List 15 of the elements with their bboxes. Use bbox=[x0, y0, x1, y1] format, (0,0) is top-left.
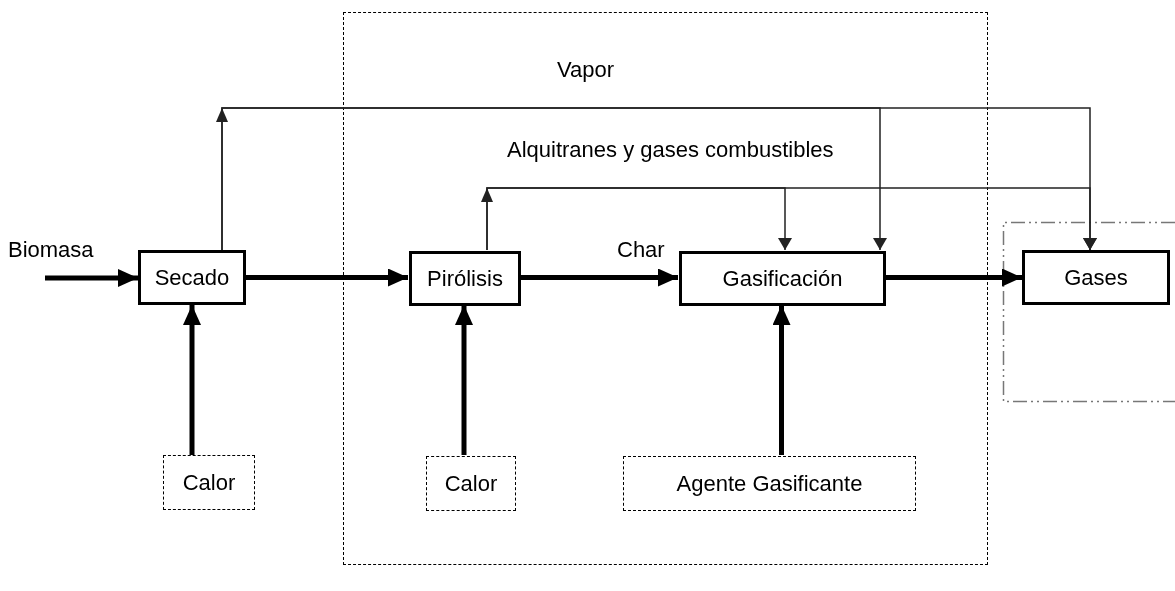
process-box bbox=[1022, 250, 1170, 305]
process-box bbox=[409, 251, 521, 306]
node-label: Agente Gasificante bbox=[676, 470, 863, 498]
input-box bbox=[163, 455, 255, 510]
node-label: Gasificación bbox=[722, 265, 843, 293]
node-label: Pirólisis bbox=[427, 265, 503, 293]
node-label: Calor bbox=[444, 470, 498, 498]
node-label: Gases bbox=[1064, 264, 1128, 292]
node-label: Calor bbox=[182, 469, 236, 497]
input-box bbox=[623, 456, 916, 511]
input-box bbox=[426, 456, 516, 511]
node-label: Secado bbox=[154, 264, 230, 292]
region-box bbox=[1003, 222, 1175, 402]
process-box bbox=[138, 250, 246, 305]
process-box bbox=[679, 251, 886, 306]
